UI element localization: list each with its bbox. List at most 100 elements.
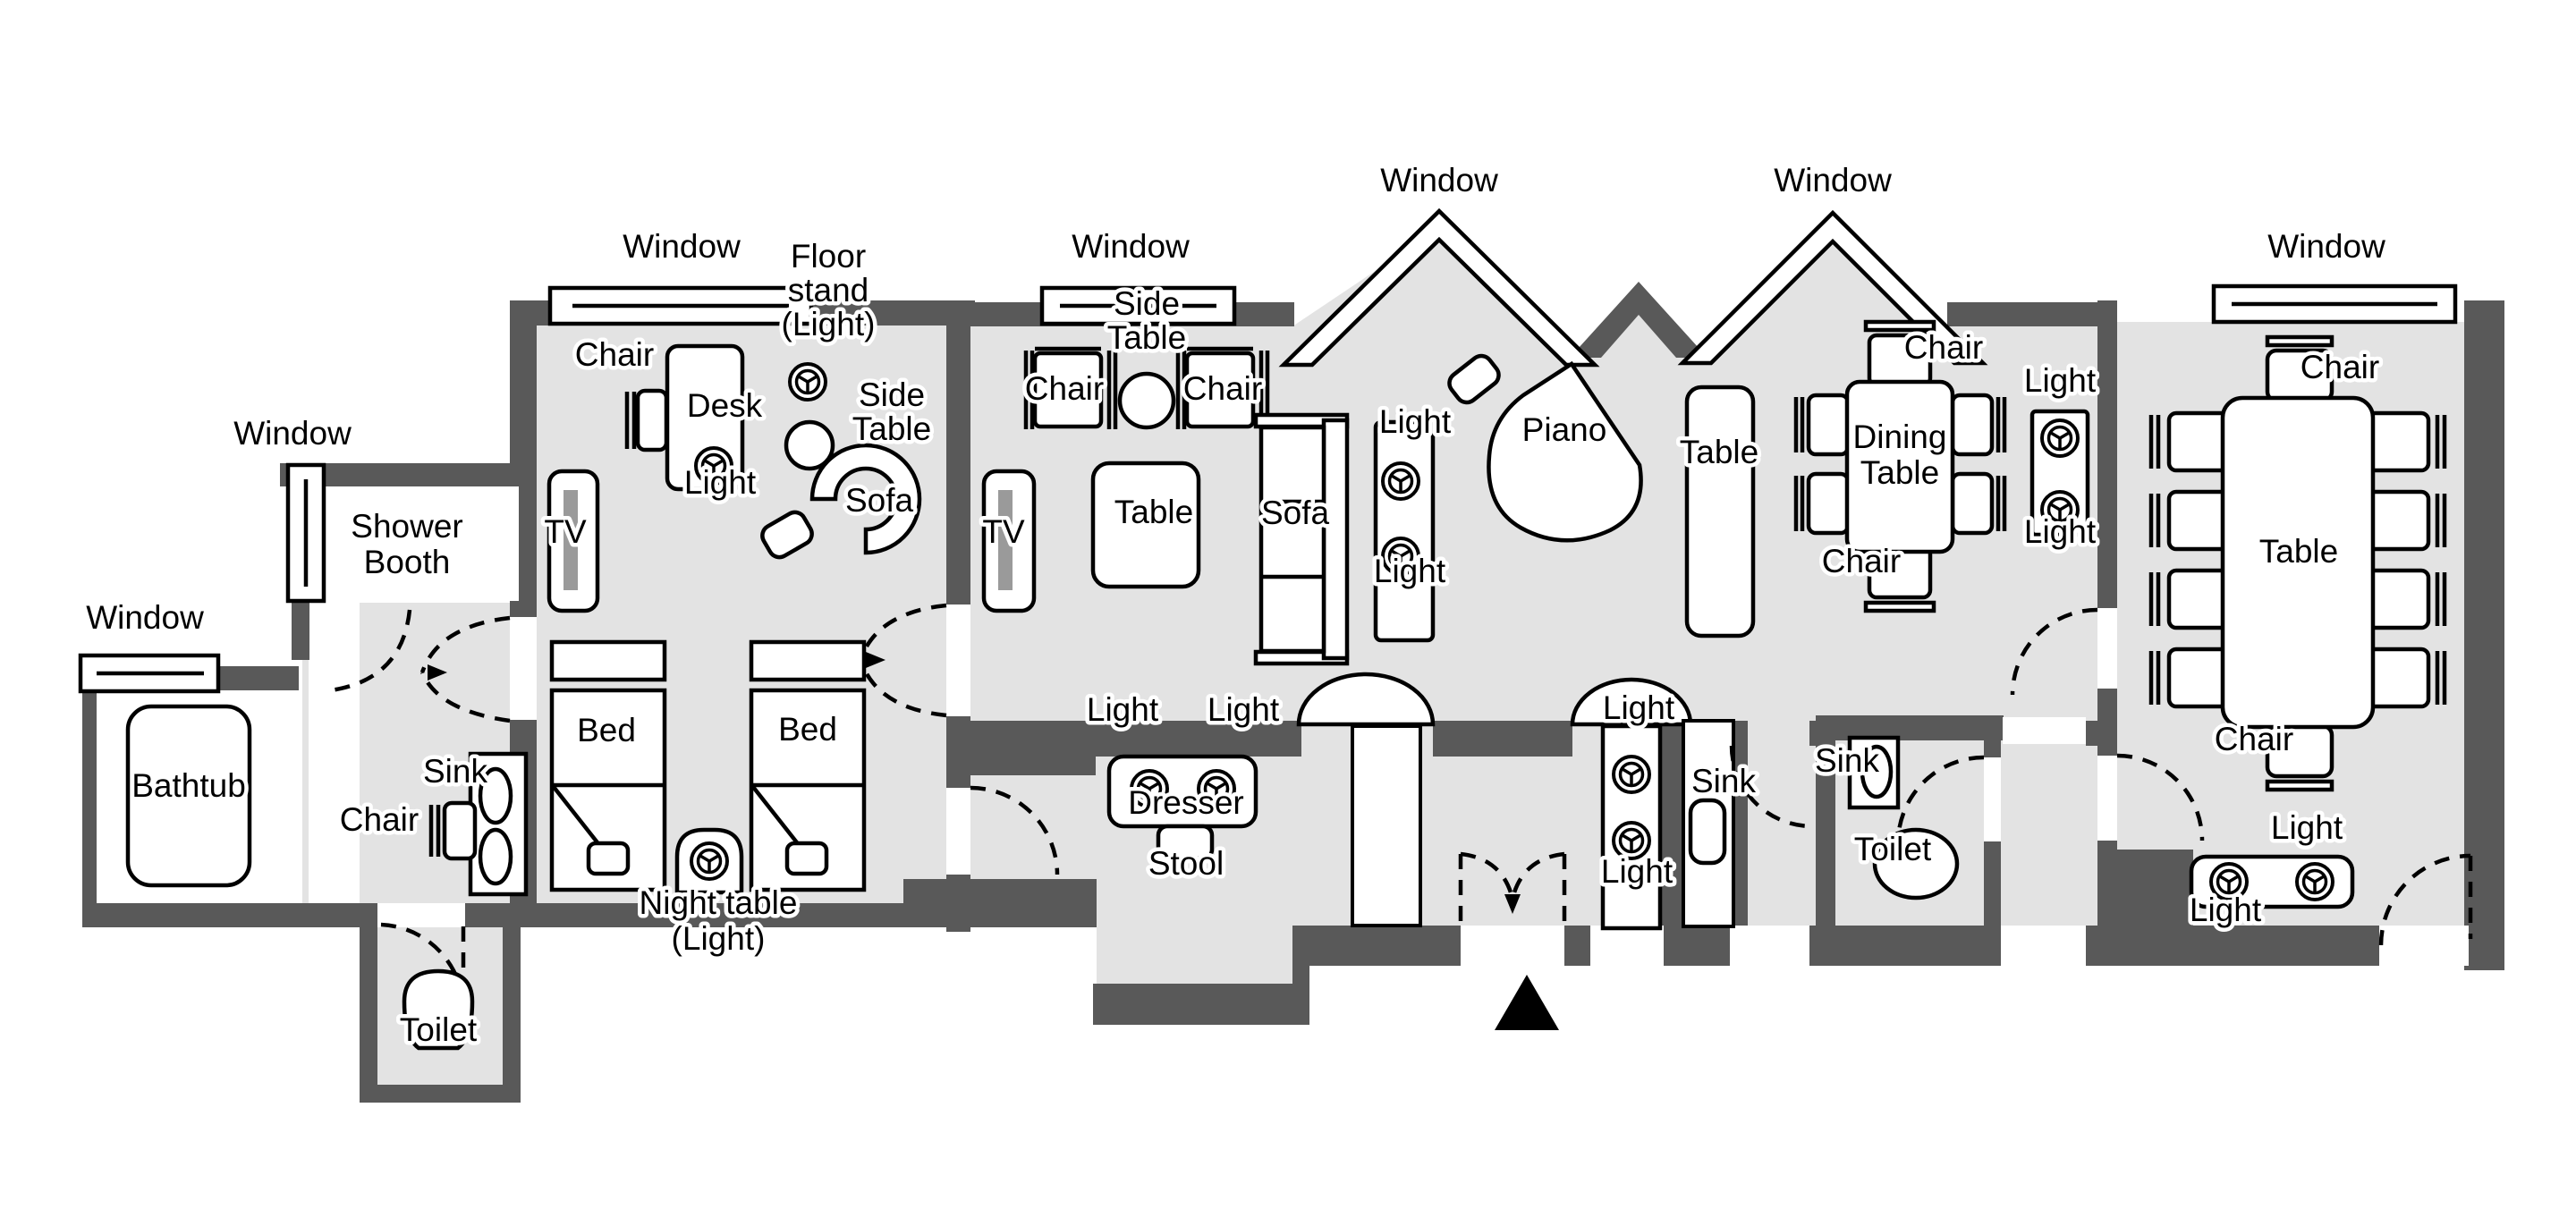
mid-bathroom-door-gap [1984, 757, 2001, 841]
floor-plan-label: Shower [351, 508, 462, 545]
floor-plan-label: Piano [1522, 411, 1607, 448]
floor-plan-label: TV [544, 513, 587, 550]
hall-door-gap [946, 788, 970, 875]
entrance-triangle-icon [1495, 975, 1559, 1030]
entrance-door-gap [1461, 926, 1564, 966]
console-table [1684, 385, 1756, 638]
chair-back-bar [2265, 334, 2334, 348]
floor-plan-label: Bed [577, 712, 636, 748]
bed-pillow [749, 639, 867, 682]
desk-chair [635, 388, 669, 452]
piano-stool [1447, 353, 1501, 405]
floor-plan-label: Chair [340, 801, 419, 838]
floor-plan-label: (Light) [782, 306, 876, 342]
light-icon [690, 841, 729, 881]
floor-plan-label: Toilet [400, 1011, 478, 1048]
floor-plan-label: Window [623, 228, 741, 265]
floor-plan-label: Light [2190, 892, 2262, 928]
floor-plan-label: Table [1680, 434, 1758, 470]
floor-plan-label: Light [1208, 691, 1280, 728]
floor-plan-label: Toilet [1854, 831, 1932, 867]
sink-basin [478, 766, 513, 825]
vestibule-door-gap [2001, 926, 2086, 966]
stool [1156, 824, 1215, 861]
floor-plan-label: Light [1379, 403, 1452, 440]
floor-plan-label: Chair [1183, 370, 1262, 407]
sofa-back [1321, 418, 1350, 661]
coffee-table [1090, 461, 1201, 589]
floor-plan-label: Table [2259, 533, 2338, 570]
floor-plan-label: Chair [2215, 721, 2293, 757]
door-arrow-icon [428, 664, 447, 681]
curved-sofa [809, 443, 922, 555]
floor-plan-label: Table [1107, 319, 1186, 356]
meeting-room-exit-gap [2379, 926, 2469, 966]
meeting-chair [2363, 410, 2431, 473]
floor-plan-label: Stool [1148, 845, 1224, 882]
washroom-door-gap [510, 617, 537, 720]
bathtub-window [78, 653, 221, 694]
bathtub [125, 704, 252, 888]
floor-plan-label: Dining [1853, 418, 1947, 455]
bay-window-left [1278, 207, 1600, 368]
bed-foot-cushion [784, 841, 829, 876]
bed-pillow [549, 639, 667, 682]
floor-plan-label: Light [2271, 809, 2343, 846]
bay-window-right [1677, 209, 1988, 366]
toilet-bowl [402, 968, 475, 1051]
floor-plan-label: stand [788, 272, 869, 309]
dining-chair [1806, 393, 1851, 457]
door-arrow-icon [866, 652, 886, 668]
hall-arch [1296, 672, 1436, 727]
floor-plan-label: Light [1601, 853, 1674, 890]
living-window [1039, 285, 1237, 326]
dining-chair [1950, 393, 1995, 457]
meeting-chair [2363, 568, 2431, 630]
meeting-table [2220, 395, 2376, 730]
sofa-seat [1258, 425, 1326, 654]
light-icon [2040, 418, 2080, 458]
windows [78, 207, 2458, 694]
toilet-door-gap [377, 903, 465, 927]
floor-plan-label: Chair [1904, 329, 1983, 366]
floor-plan-label: Sofa [845, 482, 914, 519]
dining-chair [1950, 471, 1995, 536]
bath-door-gap [1730, 926, 1809, 966]
floor-plan-label: Chair [2301, 349, 2379, 385]
light-icon [1612, 755, 1651, 794]
tv-screen-icon [998, 490, 1013, 590]
side-table-round [784, 419, 835, 471]
floor-plan-label: Chair [575, 336, 654, 373]
floor-plan-label: Light [2024, 362, 2097, 399]
living-chair [1032, 351, 1104, 429]
floor-plan-label: (Light) [672, 920, 766, 957]
passage-panel [1351, 724, 1422, 927]
floor-plan-label: Window [1774, 162, 1892, 199]
living-chair [1184, 351, 1256, 429]
floor-plan-label: Table [852, 410, 931, 447]
floor-plan-label: Window [233, 415, 352, 452]
floor-plan-label: Sink [423, 753, 487, 790]
sink-basin [478, 827, 513, 886]
light-icon [788, 362, 827, 402]
light-icon [2295, 862, 2334, 901]
side-table-round [1117, 371, 1176, 430]
sofa-ottoman [760, 510, 814, 560]
vestibule-top-door-gap [2003, 717, 2086, 744]
floor-plan-label: Night table [640, 884, 798, 921]
furniture [125, 319, 2447, 1051]
floor-plan-label: Chair [1822, 543, 1901, 579]
floor-plan-label: Sink [1815, 742, 1879, 779]
floor-plan-label: Window [2267, 228, 2385, 265]
floor-plan-label: TV [982, 513, 1025, 550]
closet-arch [1570, 677, 1693, 727]
floor-plan-label: Light [684, 464, 757, 501]
vestibule-floor [2001, 738, 2097, 926]
bedroom-door-gap [946, 604, 970, 716]
meeting-chair [2363, 647, 2431, 709]
chair-back-bar [1863, 600, 1936, 613]
chair-back-bar [1863, 319, 1936, 333]
light-icon [1381, 461, 1420, 501]
floor-plan-label: Light [1603, 689, 1675, 726]
